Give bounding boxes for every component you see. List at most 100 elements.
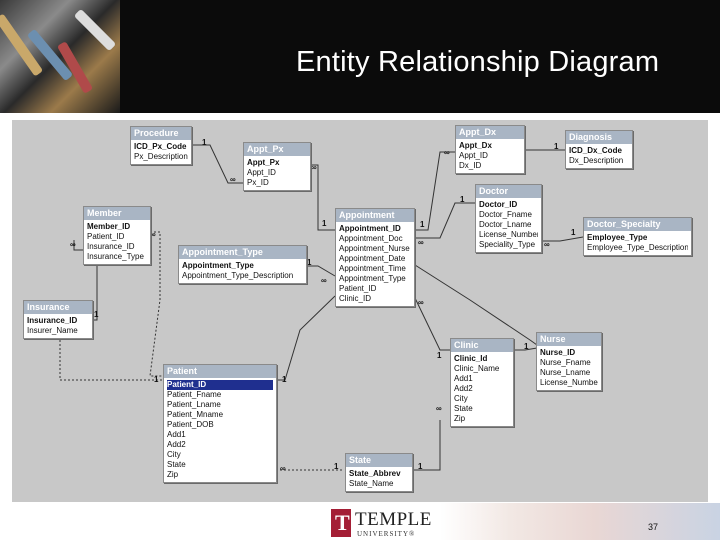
table-header: Appointment <box>336 209 414 222</box>
table-clinic[interactable]: Clinic Clinic_Id Clinic_Name Add1 Add2 C… <box>450 338 514 427</box>
table-insurance[interactable]: Insurance Insurance_ID Insurer_Name <box>23 300 93 339</box>
table-header: Appt_Px <box>244 143 310 156</box>
field[interactable]: Patient_Mname <box>167 410 273 420</box>
table-doctor-specialty[interactable]: Doctor_Specialty Employee_Type Employee_… <box>583 217 692 256</box>
field[interactable]: Appointment_Doc <box>339 234 411 244</box>
field[interactable]: Member_ID <box>87 222 147 232</box>
field[interactable]: Appt_Dx <box>459 141 521 151</box>
field[interactable]: Nurse_Fname <box>540 358 598 368</box>
rel-appointment-nurse <box>415 265 537 345</box>
table-nurse[interactable]: Nurse Nurse_ID Nurse_Fname Nurse_Lname L… <box>536 332 602 391</box>
card-clinic-many: ∞ <box>436 404 442 413</box>
field[interactable]: Insurance_ID <box>87 242 147 252</box>
field[interactable]: ICD_Dx_Code <box>569 146 629 156</box>
card-appointment-many: ∞ <box>418 238 424 247</box>
field[interactable]: Patient_ID <box>87 232 147 242</box>
field[interactable]: Clinic_Id <box>454 354 510 364</box>
field[interactable]: Patient_Fname <box>167 390 273 400</box>
card-doctor-1: 1 <box>460 195 464 204</box>
table-header: Member <box>84 207 150 220</box>
card-appt-px-many: ∞ <box>230 175 236 184</box>
field[interactable]: Doctor_ID <box>479 200 538 210</box>
card-patient-1b: 1 <box>282 375 286 384</box>
logo-letter: T <box>335 512 350 534</box>
field[interactable]: Patient_DOB <box>167 420 273 430</box>
field[interactable]: Dx_Description <box>569 156 629 166</box>
field[interactable]: Zip <box>454 414 510 424</box>
field[interactable]: ICD_Px_Code <box>134 142 188 152</box>
field[interactable]: Insurance_ID <box>27 316 89 326</box>
field[interactable]: Appt_ID <box>459 151 521 161</box>
card-diagnosis-1: 1 <box>554 142 558 151</box>
card-clinic-1: 1 <box>437 351 441 360</box>
field[interactable]: Add1 <box>167 430 273 440</box>
field[interactable]: Appointment_Time <box>339 264 411 274</box>
table-doctor[interactable]: Doctor Doctor_ID Doctor_Fname Doctor_Lna… <box>475 184 542 253</box>
field[interactable]: Add1 <box>454 374 510 384</box>
field[interactable]: Appointment_Type <box>339 274 411 284</box>
card-state-1: 1 <box>334 462 338 471</box>
field[interactable]: Employee_Type <box>587 233 688 243</box>
field[interactable]: Add2 <box>167 440 273 450</box>
field[interactable]: Clinic_Name <box>454 364 510 374</box>
field[interactable]: Appt_ID <box>247 168 307 178</box>
table-state[interactable]: State State_Abbrev State_Name <box>345 453 413 492</box>
table-diagnosis[interactable]: Diagnosis ICD_Dx_Code Dx_Description <box>565 130 633 169</box>
footer-decoration <box>440 503 720 540</box>
field[interactable]: Appointment_Type_Description <box>182 271 303 281</box>
table-appointment-type[interactable]: Appointment_Type Appointment_Type Appoin… <box>178 245 307 284</box>
field[interactable]: Zip <box>167 470 273 480</box>
table-appt-dx[interactable]: Appt_Dx Appt_Dx Appt_ID Dx_ID <box>455 125 525 174</box>
field[interactable]: State <box>454 404 510 414</box>
field[interactable]: Insurer_Name <box>27 326 89 336</box>
card-appointment-1: 1 <box>322 219 326 228</box>
field[interactable]: Appointment_Nurse <box>339 244 411 254</box>
table-procedure[interactable]: Procedure ICD_Px_Code Px_Description <box>130 126 192 165</box>
card-patient-many: ∞ <box>280 464 286 473</box>
field[interactable]: Doctor_Lname <box>479 220 538 230</box>
field[interactable]: Appointment_ID <box>339 224 411 234</box>
field[interactable]: Nurse_ID <box>540 348 598 358</box>
table-header: Clinic <box>451 339 513 352</box>
field[interactable]: State_Abbrev <box>349 469 409 479</box>
rel-clinic-state <box>412 420 440 470</box>
table-header: Doctor <box>476 185 541 198</box>
field[interactable]: Add2 <box>454 384 510 394</box>
rel-appointment-patient <box>275 296 335 380</box>
field[interactable]: Px_ID <box>247 178 307 188</box>
field[interactable]: Doctor_Fname <box>479 210 538 220</box>
field[interactable]: Patient_Lname <box>167 400 273 410</box>
field[interactable]: State <box>167 460 273 470</box>
field[interactable]: License_Number <box>479 230 538 240</box>
field[interactable]: Patient_ID <box>339 284 411 294</box>
table-appointment[interactable]: Appointment Appointment_ID Appointment_D… <box>335 208 415 307</box>
table-header: Procedure <box>131 127 191 140</box>
card-doctor-many: ∞ <box>544 240 550 249</box>
field[interactable]: License_Number <box>540 378 598 388</box>
field[interactable]: Speciality_Type <box>479 240 538 250</box>
field[interactable]: Dx_ID <box>459 161 521 171</box>
table-patient[interactable]: Patient Patient_ID Patient_Fname Patient… <box>163 364 277 483</box>
field[interactable]: City <box>167 450 273 460</box>
rel-appt-dx-appointment <box>415 152 455 230</box>
field[interactable]: Appointment_Date <box>339 254 411 264</box>
field[interactable]: Appt_Px <box>247 158 307 168</box>
field[interactable]: Insurance_Type <box>87 252 147 262</box>
table-header: Insurance <box>24 301 92 314</box>
table-header: Appointment_Type <box>179 246 306 259</box>
page-number: 37 <box>648 522 658 532</box>
card-procedure-1: 1 <box>202 138 206 147</box>
field[interactable]: Clinic_ID <box>339 294 411 304</box>
table-member[interactable]: Member Member_ID Patient_ID Insurance_ID… <box>83 206 151 265</box>
field-selected[interactable]: Patient_ID <box>167 380 273 390</box>
field[interactable]: Nurse_Lname <box>540 368 598 378</box>
field[interactable]: Appointment_Type <box>182 261 303 271</box>
table-header: State <box>346 454 412 467</box>
field[interactable]: Employee_Type_Description <box>587 243 688 253</box>
card-state-1b: 1 <box>418 462 422 471</box>
field[interactable]: State_Name <box>349 479 409 489</box>
table-appt-px[interactable]: Appt_Px Appt_Px Appt_ID Px_ID <box>243 142 311 191</box>
field[interactable]: Px_Description <box>134 152 188 162</box>
field[interactable]: City <box>454 394 510 404</box>
card-appt-type-1: 1 <box>307 258 311 267</box>
